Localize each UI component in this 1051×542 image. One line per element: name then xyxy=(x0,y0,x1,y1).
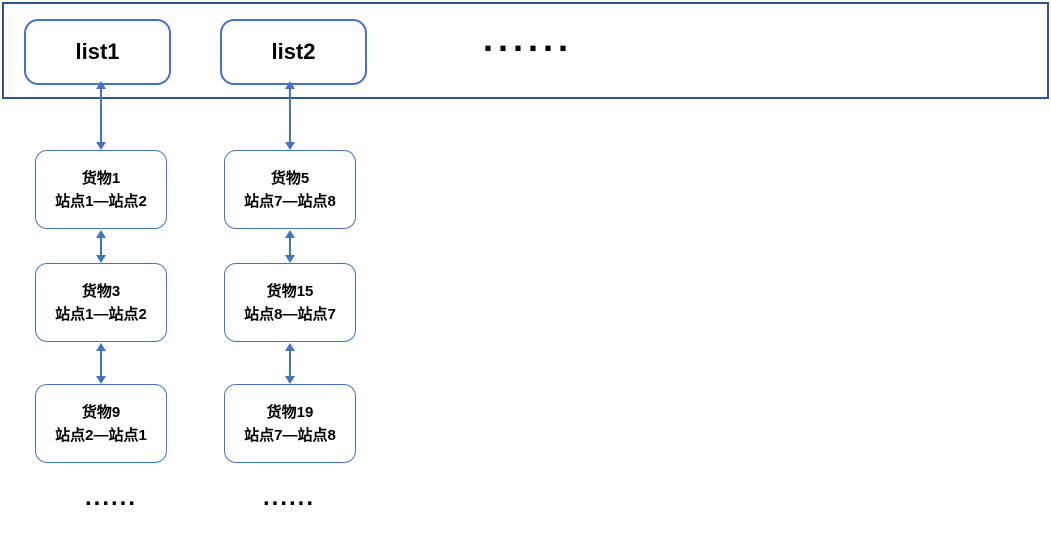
cargo-title: 货物1 xyxy=(81,169,121,187)
link-arrow xyxy=(284,230,296,263)
arrow-shaft xyxy=(289,349,291,378)
cargo-node: 货物15 站点8—站点7 xyxy=(224,263,356,342)
arrow-shaft xyxy=(100,87,102,144)
cargo-title: 货物3 xyxy=(81,282,121,300)
link-arrow xyxy=(95,230,107,263)
arrow-shaft xyxy=(100,349,102,378)
cargo-node: 货物1 站点1—站点2 xyxy=(35,150,167,229)
cargo-route: 站点2—站点1 xyxy=(55,426,147,444)
link-arrow xyxy=(95,343,107,384)
cargo-route: 站点8—站点7 xyxy=(244,305,336,323)
cargo-title: 货物9 xyxy=(81,403,121,421)
link-arrow xyxy=(284,343,296,384)
list-node-list1: list1 xyxy=(24,19,171,85)
cargo-title: 货物15 xyxy=(266,282,314,300)
list-node-list2: list2 xyxy=(220,19,367,85)
more-nodes-ellipsis: ...... xyxy=(262,484,315,511)
cargo-route: 站点7—站点8 xyxy=(244,426,336,444)
list-node-label: list2 xyxy=(271,39,316,64)
cargo-route: 站点1—站点2 xyxy=(55,192,147,210)
cargo-route: 站点7—站点8 xyxy=(244,192,336,210)
arrow-shaft xyxy=(289,236,291,257)
cargo-node: 货物5 站点7—站点8 xyxy=(224,150,356,229)
cargo-node: 货物9 站点2—站点1 xyxy=(35,384,167,463)
arrow-shaft xyxy=(100,236,102,257)
lists-container: list1 list2 ...... xyxy=(2,2,1049,99)
list-node-label: list1 xyxy=(75,39,120,64)
cargo-node: 货物3 站点1—站点2 xyxy=(35,263,167,342)
cargo-title: 货物5 xyxy=(270,169,310,187)
arrow-shaft xyxy=(289,87,291,144)
cargo-route: 站点1—站点2 xyxy=(55,305,147,323)
link-arrow xyxy=(95,81,107,150)
more-lists-ellipsis: ...... xyxy=(482,18,573,59)
cargo-title: 货物19 xyxy=(266,403,314,421)
cargo-node: 货物19 站点7—站点8 xyxy=(224,384,356,463)
link-arrow xyxy=(284,81,296,150)
more-nodes-ellipsis: ...... xyxy=(84,484,137,511)
